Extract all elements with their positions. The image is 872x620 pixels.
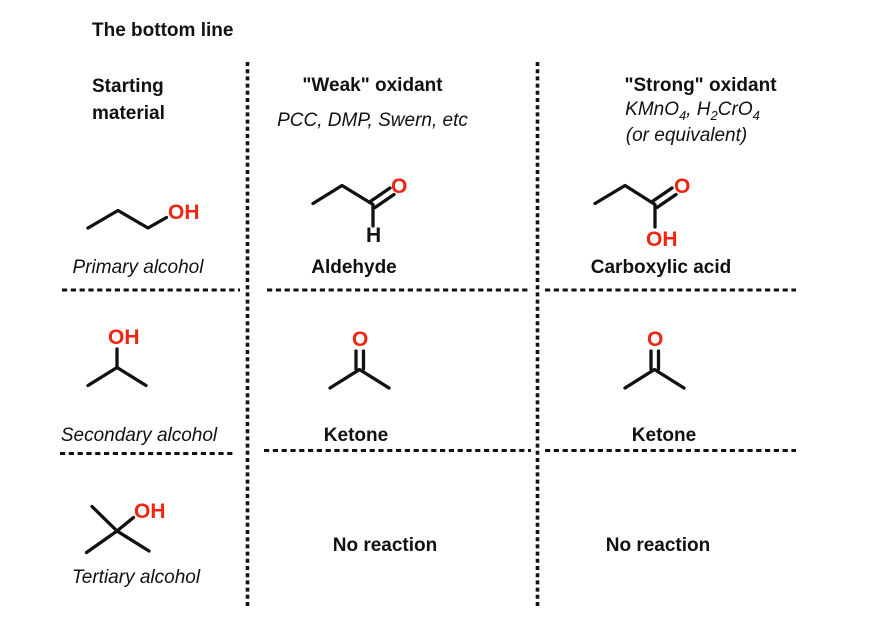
aldehyde-h-label: H bbox=[366, 224, 382, 247]
caption-ketone-weak: Ketone bbox=[323, 425, 389, 446]
formula-kmno: KMnO bbox=[625, 99, 680, 120]
table-grid bbox=[60, 62, 796, 608]
aldehyde-o-label: O bbox=[391, 175, 408, 198]
ketone-weak-o-label: O bbox=[352, 328, 369, 351]
tertiary-alcohol-arm-3 bbox=[115, 529, 151, 553]
ketone-weak-skeleton bbox=[328, 367, 391, 390]
column-header-weak-oxidant: "Weak" oxidant bbox=[302, 75, 443, 96]
aldehyde-carbonyl-bond-1 bbox=[369, 186, 392, 203]
primary-alcohol-oh-label: OH bbox=[168, 201, 200, 224]
carboxylic-acid-carbonyl-bond-2 bbox=[655, 192, 678, 210]
aldehyde-carbonyl-bond-2 bbox=[373, 192, 396, 210]
ketone-strong-skeleton bbox=[623, 367, 686, 390]
weak-oxidant-examples: PCC, DMP, Swern, etc bbox=[277, 110, 468, 131]
caption-tertiary-alcohol: Tertiary alcohol bbox=[71, 567, 201, 588]
formula-sub-4a: 4 bbox=[679, 107, 687, 123]
ketone-strong-o-label: O bbox=[647, 328, 664, 351]
tertiary-alcohol-arm-2 bbox=[84, 529, 119, 555]
caption-ketone-strong: Ketone bbox=[631, 425, 697, 446]
tertiary-alcohol-arm-1 bbox=[90, 504, 119, 533]
primary-alcohol-skeleton bbox=[86, 208, 169, 230]
strong-oxidant-note: (or equivalent) bbox=[625, 125, 748, 146]
carboxylic-acid-o-label: O bbox=[674, 175, 691, 198]
caption-primary-alcohol: Primary alcohol bbox=[72, 257, 204, 278]
tertiary-alcohol-oh-bond bbox=[115, 515, 136, 533]
formula-sub-4b: 4 bbox=[752, 107, 760, 123]
aldehyde-skeleton bbox=[311, 183, 375, 228]
column-header-starting-material: Starting material bbox=[92, 73, 165, 127]
strong-oxidant-formula: KMnO4, H2CrO4 bbox=[600, 99, 785, 123]
no-reaction-strong-label: No reaction bbox=[605, 535, 711, 556]
formula-sub-2: 2 bbox=[710, 107, 718, 123]
page-title: The bottom line bbox=[92, 20, 234, 41]
carboxylic-acid-carbonyl-bond-1 bbox=[651, 186, 674, 203]
formula-cro: CrO bbox=[717, 99, 753, 120]
formula-h: , H bbox=[686, 99, 711, 120]
secondary-alcohol-skeleton bbox=[86, 365, 148, 388]
column-header-strong-oxidant: "Strong" oxidant bbox=[624, 75, 777, 96]
caption-carboxylic-acid: Carboxylic acid bbox=[590, 257, 732, 278]
starting-material-header-line1: Starting bbox=[92, 76, 164, 97]
carboxylic-acid-skeleton bbox=[593, 183, 657, 229]
caption-secondary-alcohol: Secondary alcohol bbox=[60, 425, 218, 446]
starting-material-header-line2: material bbox=[92, 103, 165, 124]
no-reaction-weak-label: No reaction bbox=[332, 535, 438, 556]
tertiary-alcohol-oh-label: OH bbox=[134, 500, 166, 523]
molecule-skeletons bbox=[84, 183, 686, 555]
secondary-alcohol-oh-label: OH bbox=[108, 326, 140, 349]
carboxylic-acid-oh-label: OH bbox=[646, 228, 678, 251]
caption-aldehyde: Aldehyde bbox=[311, 257, 397, 278]
